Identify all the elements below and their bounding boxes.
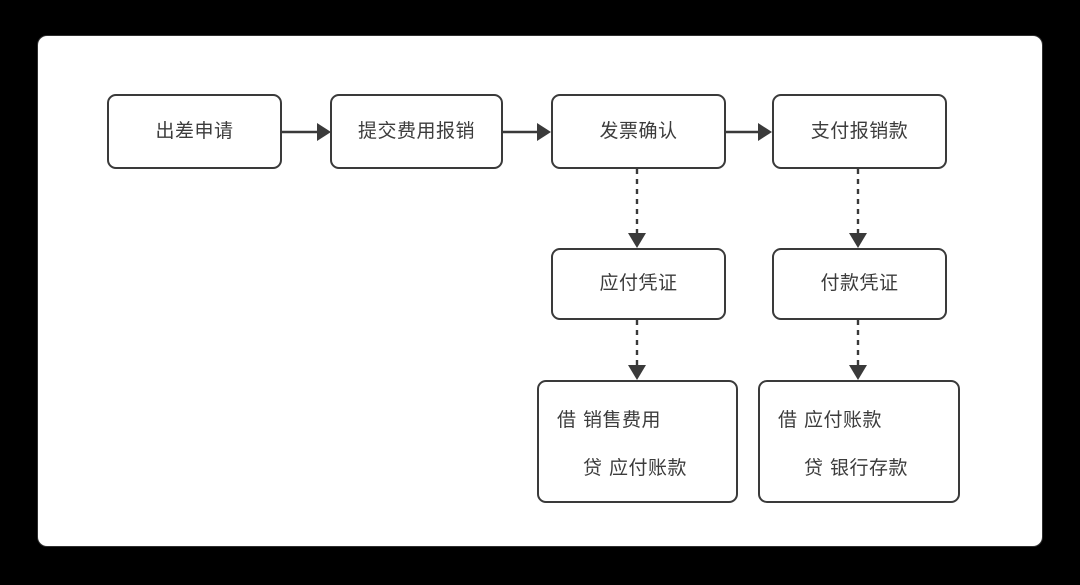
node-journal-payable[interactable]: 借 销售费用 贷 应付账款: [537, 380, 738, 503]
connector-payable-voucher-to-journal: [628, 320, 646, 380]
node-trip-application[interactable]: 出差申请: [107, 94, 282, 169]
node-journal-payment[interactable]: 借 应付账款 贷 银行存款: [758, 380, 960, 503]
journal-credit-line: 贷 应付账款: [583, 456, 688, 479]
journal-debit-line: 借 应付账款: [778, 409, 883, 431]
connector-invoice-to-payable-voucher: [628, 169, 646, 248]
journal-credit-line: 贷 银行存款: [804, 456, 909, 479]
node-payable-voucher[interactable]: 应付凭证: [551, 248, 726, 320]
connector-invoice-to-pay: [725, 123, 772, 141]
journal-debit-line: 借 销售费用: [557, 409, 662, 431]
node-payment-voucher[interactable]: 付款凭证: [772, 248, 947, 320]
diagram-canvas: 出差申请 提交费用报销 发票确认 支付报销款 应付凭证 付款凭证 借 销售费用 …: [38, 36, 1042, 546]
connector-trip-to-submit: [281, 123, 331, 141]
connector-payment-voucher-to-journal: [849, 320, 867, 380]
connector-submit-to-invoice: [502, 123, 551, 141]
connector-pay-to-payment-voucher: [849, 169, 867, 248]
node-submit-expense-claim[interactable]: 提交费用报销: [330, 94, 503, 169]
node-invoice-confirmation[interactable]: 发票确认: [551, 94, 726, 169]
node-pay-reimbursement[interactable]: 支付报销款: [772, 94, 947, 169]
